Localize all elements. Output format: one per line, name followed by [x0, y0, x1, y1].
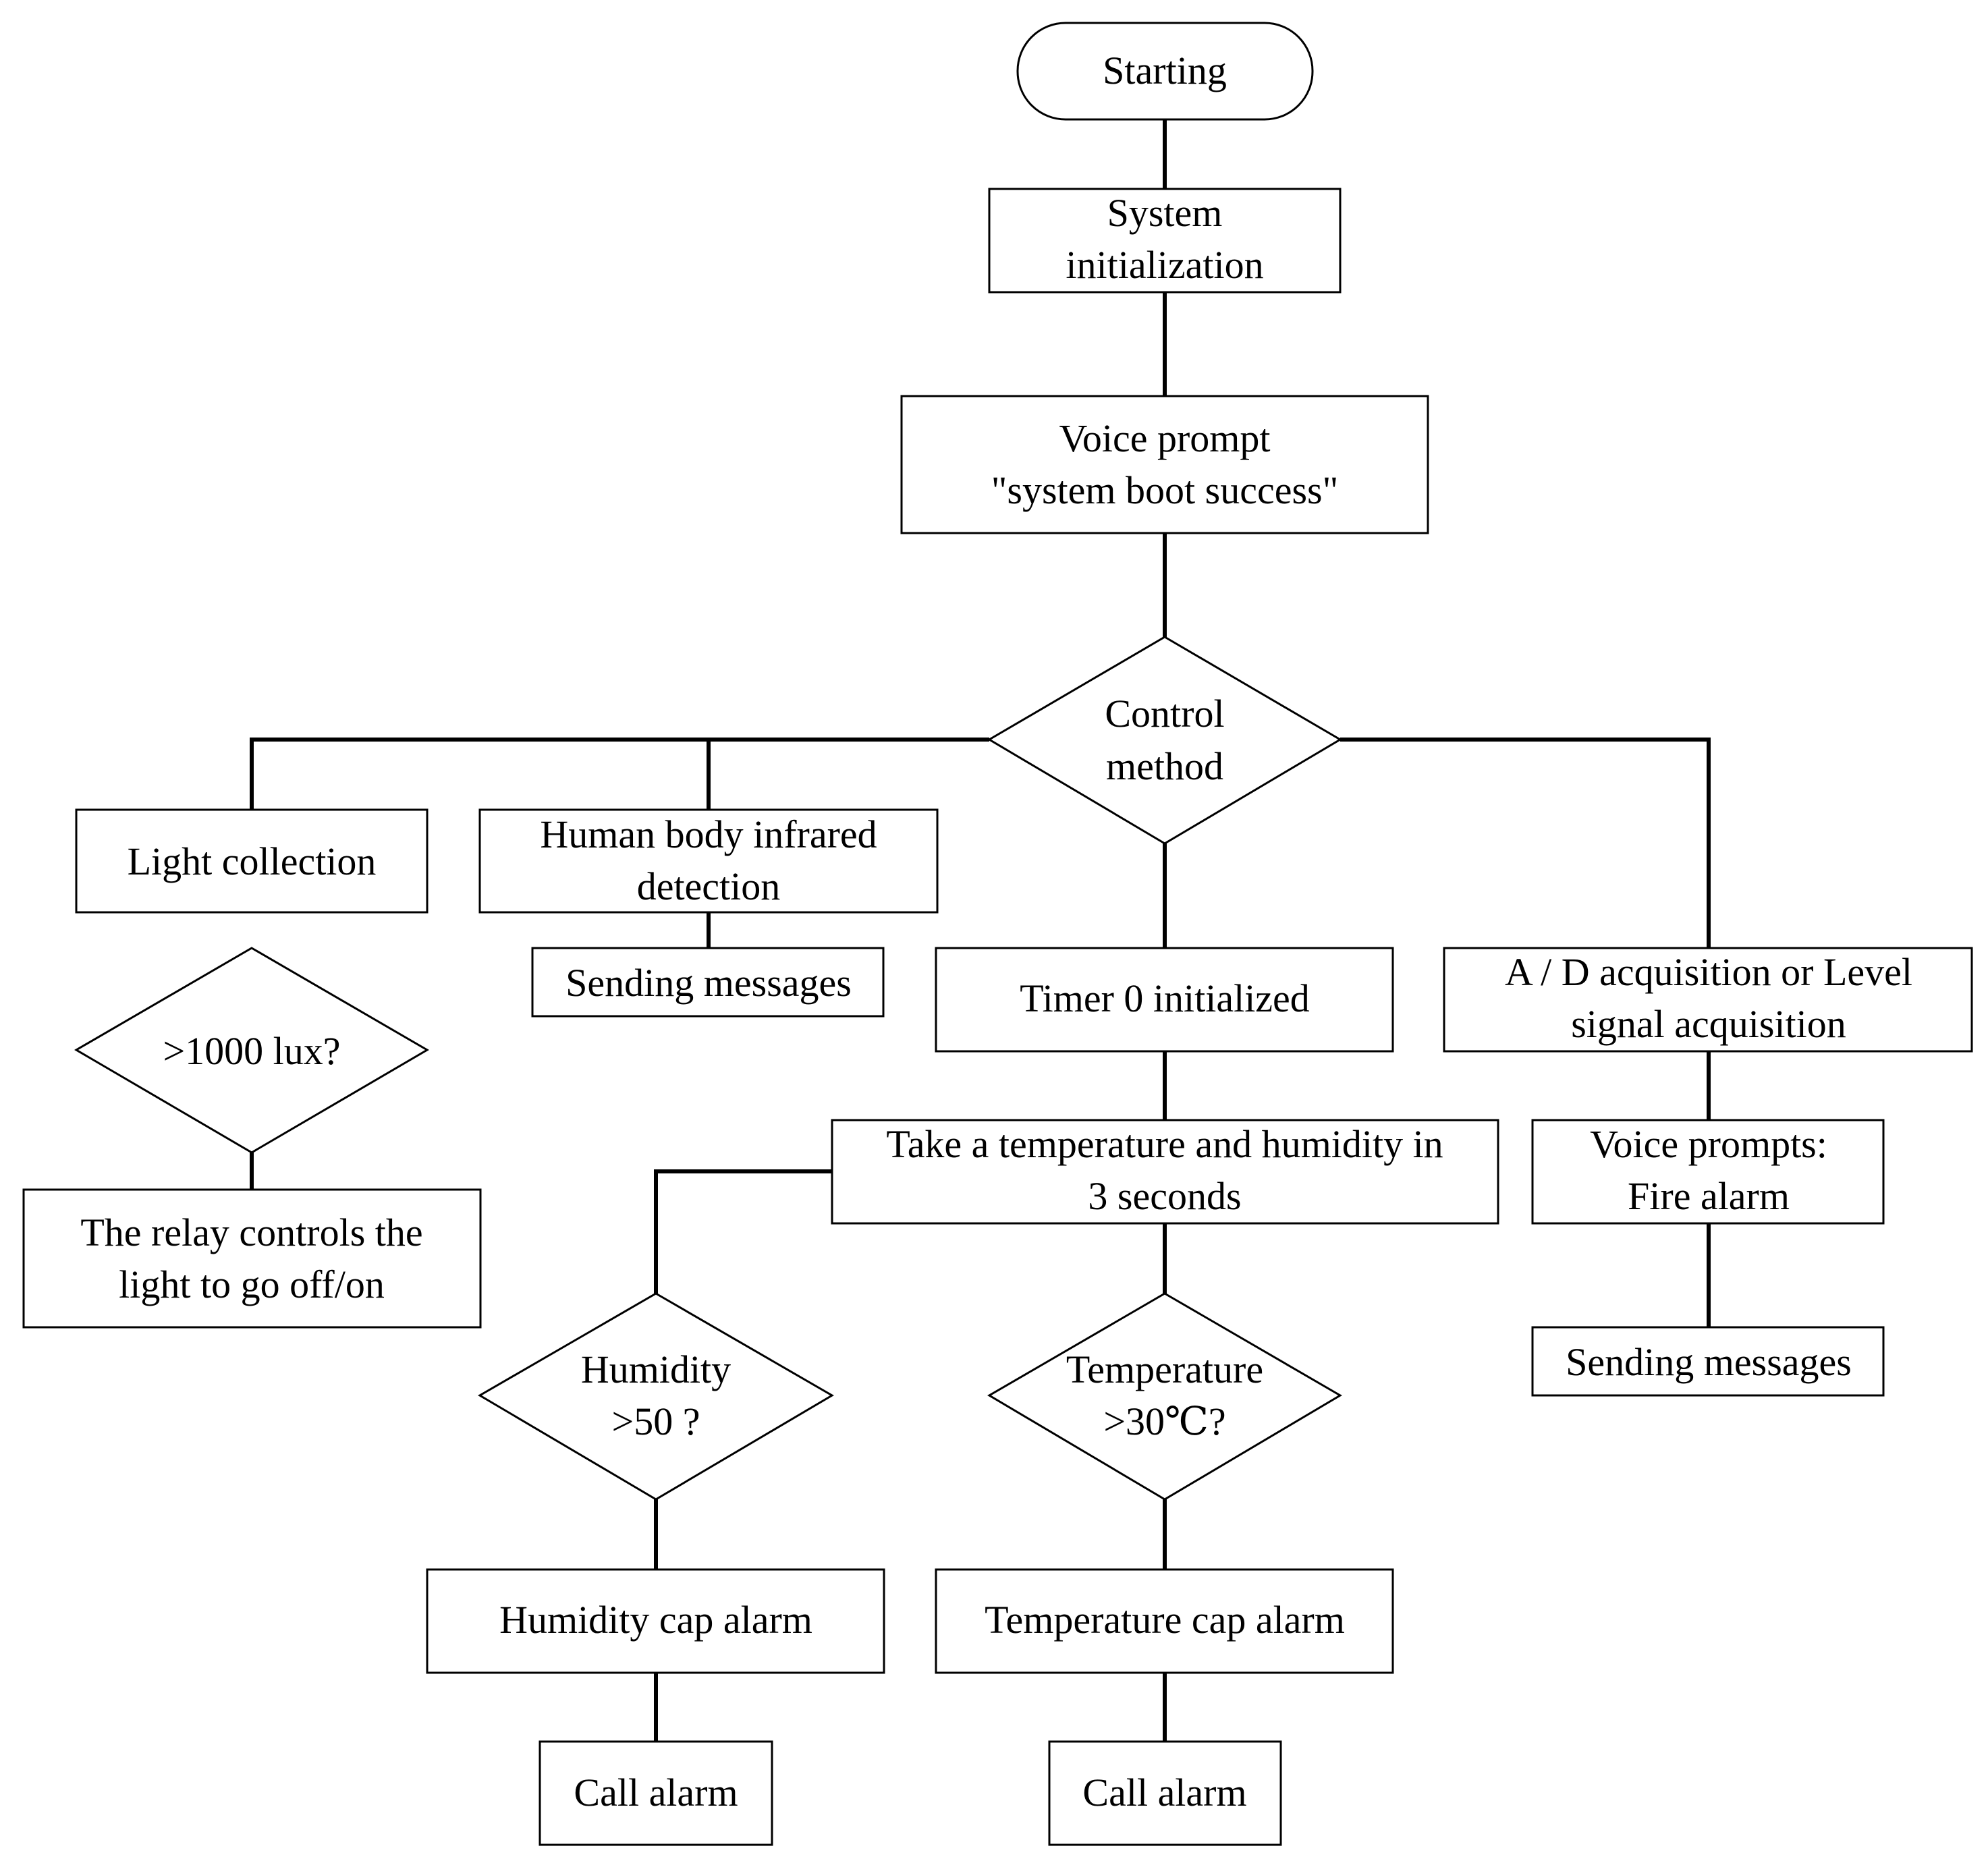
node-voice-fire-alarm-line-2: Fire alarm	[1628, 1174, 1790, 1218]
node-human-body-infrared: Human body infrared detection	[478, 808, 939, 914]
node-voice-prompt: Voice prompt "system boot success"	[900, 395, 1429, 534]
node-ad-acquisition-line-2: signal acquisition	[1571, 1002, 1846, 1046]
node-lux-decision: >1000 lux?	[74, 947, 429, 1154]
edge-take-to-humidity	[654, 1169, 832, 1294]
node-call-alarm-right-label: Call alarm	[1082, 1771, 1246, 1814]
node-temperature-cap-alarm: Temperature cap alarm	[935, 1568, 1394, 1674]
node-call-alarm-left: Call alarm	[539, 1740, 773, 1846]
edge-control-to-left-branches	[250, 738, 989, 810]
node-temperature-decision-line-2: >30℃?	[1103, 1399, 1225, 1443]
node-humidity-decision: Humidity >50 ?	[478, 1292, 834, 1501]
node-voice-prompt-line-2: "system boot success"	[991, 468, 1339, 512]
node-humidity-decision-line-1: Humidity	[581, 1348, 731, 1391]
node-call-alarm-right: Call alarm	[1048, 1740, 1282, 1846]
node-temperature-cap-alarm-label: Temperature cap alarm	[985, 1598, 1345, 1642]
node-take-temperature-humidity-line-1: Take a temperature and humidity in	[886, 1122, 1443, 1166]
node-humidity-cap-alarm: Humidity cap alarm	[426, 1568, 885, 1674]
node-lux-decision-label: >1000 lux?	[163, 1029, 340, 1073]
node-system-initialization: System initialization	[988, 188, 1342, 294]
edge-control-to-ad	[1340, 738, 1711, 948]
node-starting-label: Starting	[1103, 49, 1227, 92]
node-relay-light: The relay controls the light to go off/o…	[22, 1188, 482, 1329]
node-sending-messages-right-label: Sending messages	[1566, 1340, 1852, 1384]
node-call-alarm-left-label: Call alarm	[574, 1771, 738, 1814]
node-sending-messages-left-label: Sending messages	[565, 961, 852, 1005]
node-take-temperature-humidity-line-2: 3 seconds	[1088, 1174, 1241, 1218]
node-control-method-line-2: method	[1106, 744, 1223, 788]
node-ad-acquisition: A / D acquisition or Level signal acquis…	[1443, 947, 1973, 1053]
node-system-initialization-line-2: initialization	[1066, 243, 1263, 287]
node-ad-acquisition-line-1: A / D acquisition or Level	[1505, 950, 1912, 994]
node-sending-messages-right: Sending messages	[1531, 1326, 1885, 1397]
node-human-body-infrared-line-2: detection	[637, 864, 781, 908]
node-system-initialization-line-1: System	[1107, 191, 1223, 235]
node-sending-messages-left: Sending messages	[531, 947, 885, 1018]
node-timer0-initialized-label: Timer 0 initialized	[1020, 976, 1310, 1020]
node-light-collection-label: Light collection	[128, 839, 377, 883]
node-light-collection: Light collection	[75, 808, 429, 914]
node-take-temperature-humidity: Take a temperature and humidity in 3 sec…	[831, 1119, 1499, 1225]
node-humidity-cap-alarm-label: Humidity cap alarm	[499, 1598, 812, 1642]
connectors	[250, 119, 1711, 1742]
node-human-body-infrared-line-1: Human body infrared	[540, 812, 877, 856]
node-temperature-decision-line-1: Temperature	[1066, 1348, 1263, 1391]
node-timer0-initialized: Timer 0 initialized	[935, 947, 1394, 1053]
node-humidity-decision-line-2: >50 ?	[612, 1399, 700, 1443]
node-control-method: Control method	[987, 636, 1342, 845]
node-starting: Starting	[1016, 22, 1314, 121]
node-relay-light-line-2: light to go off/on	[119, 1262, 385, 1306]
node-voice-fire-alarm: Voice prompts: Fire alarm	[1531, 1119, 1885, 1225]
node-control-method-line-1: Control	[1105, 692, 1224, 735]
node-temperature-decision: Temperature >30℃?	[987, 1292, 1342, 1501]
node-voice-prompt-line-1: Voice prompt	[1059, 416, 1270, 460]
node-relay-light-line-1: The relay controls the	[80, 1211, 422, 1254]
node-voice-fire-alarm-line-1: Voice prompts:	[1590, 1122, 1827, 1166]
